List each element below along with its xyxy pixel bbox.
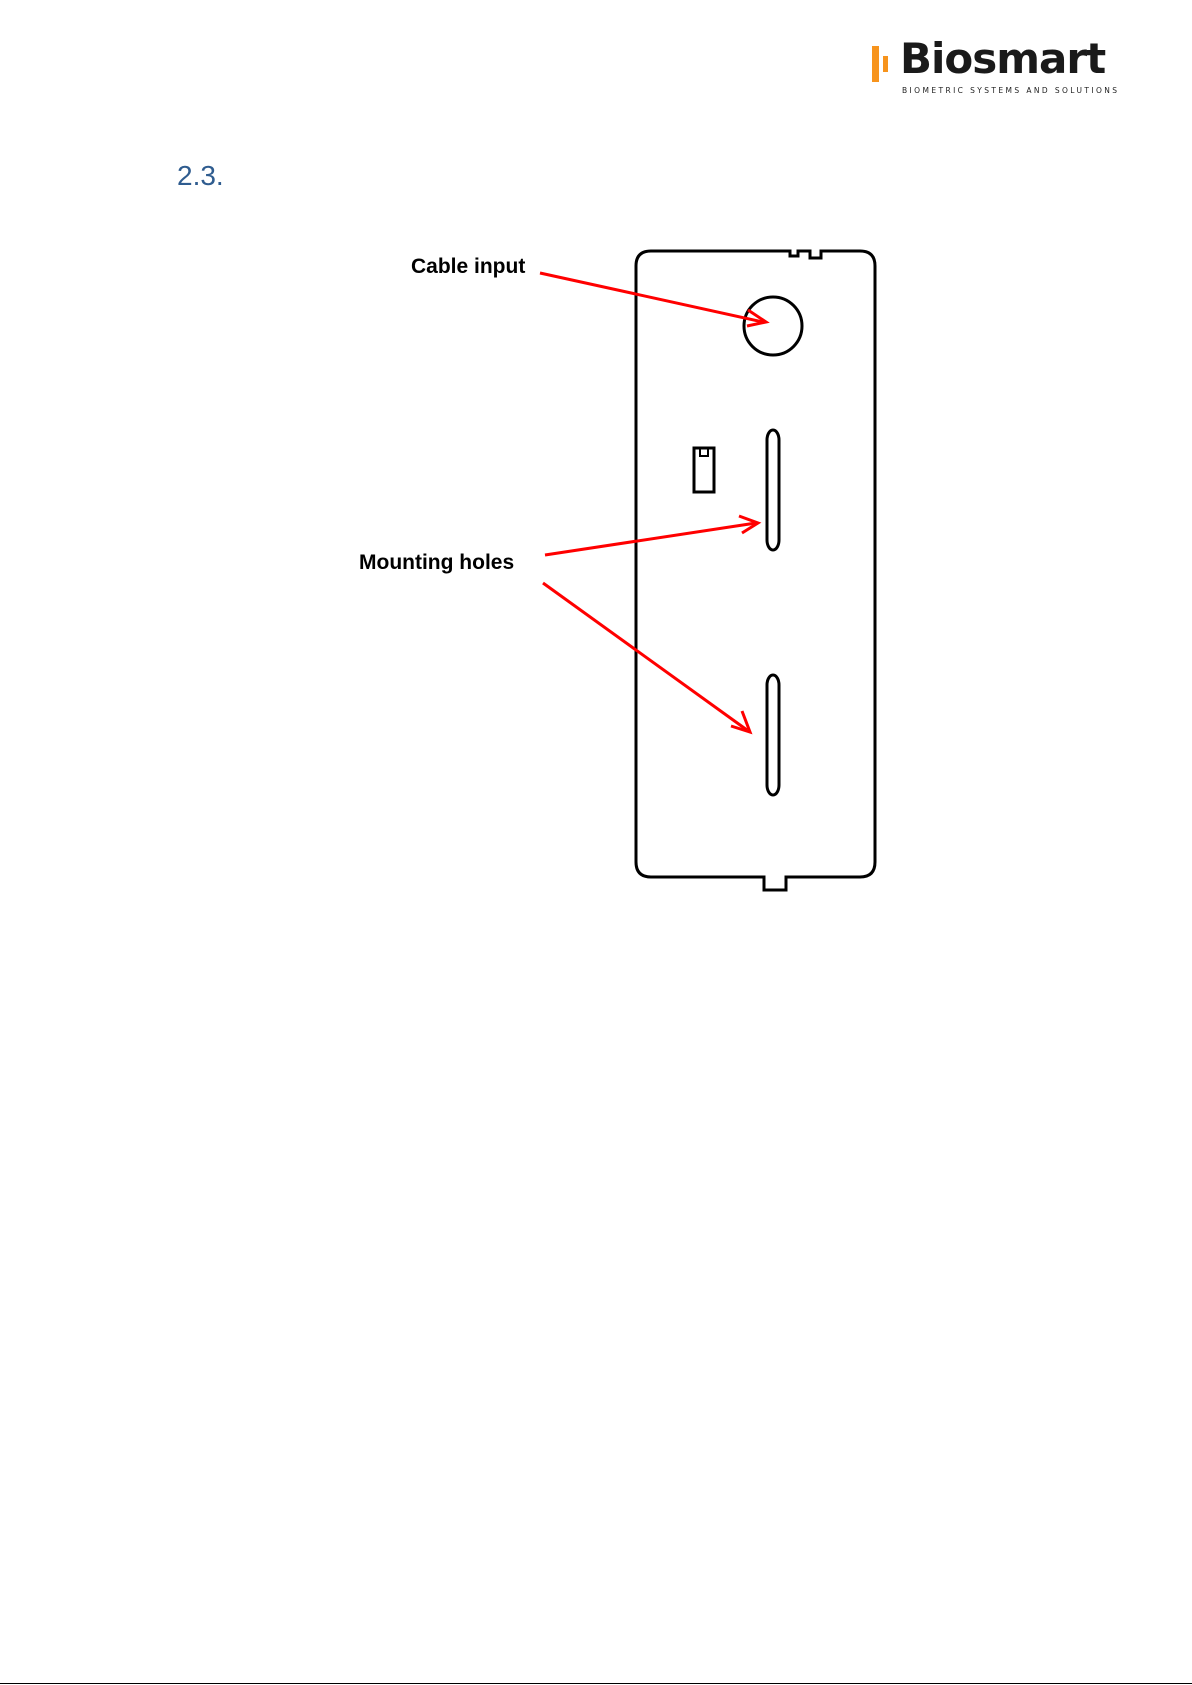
arrow-mounting-hole-lower	[543, 583, 750, 732]
logo-bar-tall	[872, 46, 879, 82]
logo-tagline: BIOMETRIC SYSTEMS AND SOLUTIONS	[902, 86, 1119, 95]
section-heading-number: 2.3.	[177, 160, 224, 192]
label-cable-input: Cable input	[411, 255, 525, 279]
logo-mark-icon	[872, 46, 896, 82]
latch-slot	[694, 448, 714, 492]
arrow-mounting-hole-upper	[545, 516, 758, 555]
arrow-cable-input	[540, 273, 766, 326]
mounting-hole-upper	[767, 430, 779, 550]
page-bottom-rule	[0, 1683, 1192, 1684]
mounting-plate-diagram: Cable input Mounting holes	[340, 240, 900, 900]
logo-bar-short	[883, 56, 888, 72]
plate-outline	[636, 251, 875, 890]
logo-wordmark: Biosmart	[900, 38, 1105, 80]
mounting-hole-lower	[767, 675, 779, 795]
label-mounting-holes: Mounting holes	[359, 551, 514, 575]
biosmart-logo: Biosmart BIOMETRIC SYSTEMS AND SOLUTIONS	[872, 40, 1112, 96]
